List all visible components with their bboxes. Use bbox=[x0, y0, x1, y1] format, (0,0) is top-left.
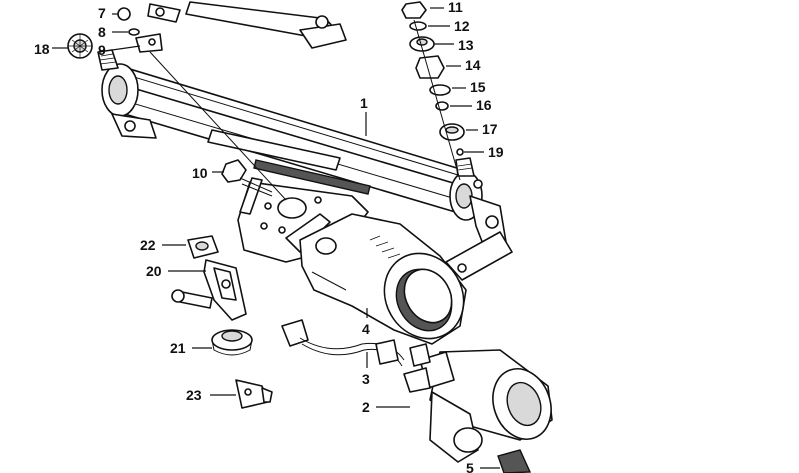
callout-label-18: 18 bbox=[34, 41, 50, 57]
callout-label-7: 7 bbox=[98, 5, 106, 21]
crank-knob bbox=[67, 33, 93, 59]
motor-cover bbox=[299, 213, 467, 345]
callout-label-11: 11 bbox=[448, 0, 463, 15]
wiring-harness bbox=[281, 319, 431, 367]
callout-label-21: 21 bbox=[170, 340, 186, 356]
leader-line-9 bbox=[111, 45, 141, 51]
callout-label-15: 15 bbox=[470, 79, 486, 95]
callout-label-4: 4 bbox=[362, 321, 370, 337]
callout-label-19: 19 bbox=[488, 144, 504, 160]
connector-23 bbox=[235, 379, 273, 409]
callout-label-8: 8 bbox=[98, 24, 106, 40]
callout-label-16: 16 bbox=[476, 97, 492, 113]
bolt-10 bbox=[221, 159, 273, 197]
callout-label-22: 22 bbox=[140, 237, 156, 253]
upper-link-arm bbox=[147, 1, 347, 49]
callout-label-12: 12 bbox=[454, 18, 470, 34]
callout-label-1: 1 bbox=[360, 95, 368, 111]
pivot-stack bbox=[401, 1, 465, 181]
callout-label-13: 13 bbox=[458, 37, 474, 53]
wiper-frame bbox=[97, 49, 513, 281]
leader-lines bbox=[52, 7, 500, 469]
callout-label-20: 20 bbox=[146, 263, 162, 279]
callout-label-3: 3 bbox=[362, 371, 370, 387]
callout-label-14: 14 bbox=[465, 57, 481, 73]
guide-line bbox=[149, 51, 287, 201]
callout-label-2: 2 bbox=[362, 399, 370, 415]
small-parts-7-8-9 bbox=[117, 7, 163, 53]
grommet-21 bbox=[211, 329, 253, 356]
callout-label-17: 17 bbox=[482, 121, 498, 137]
wiper-motor bbox=[403, 349, 553, 473]
callout-label-5: 5 bbox=[466, 460, 474, 473]
callout-label-10: 10 bbox=[192, 165, 208, 181]
grommet-22 bbox=[187, 235, 219, 259]
callout-label-9: 9 bbox=[98, 42, 106, 58]
left-bracket bbox=[171, 259, 247, 321]
callout-label-23: 23 bbox=[186, 387, 202, 403]
